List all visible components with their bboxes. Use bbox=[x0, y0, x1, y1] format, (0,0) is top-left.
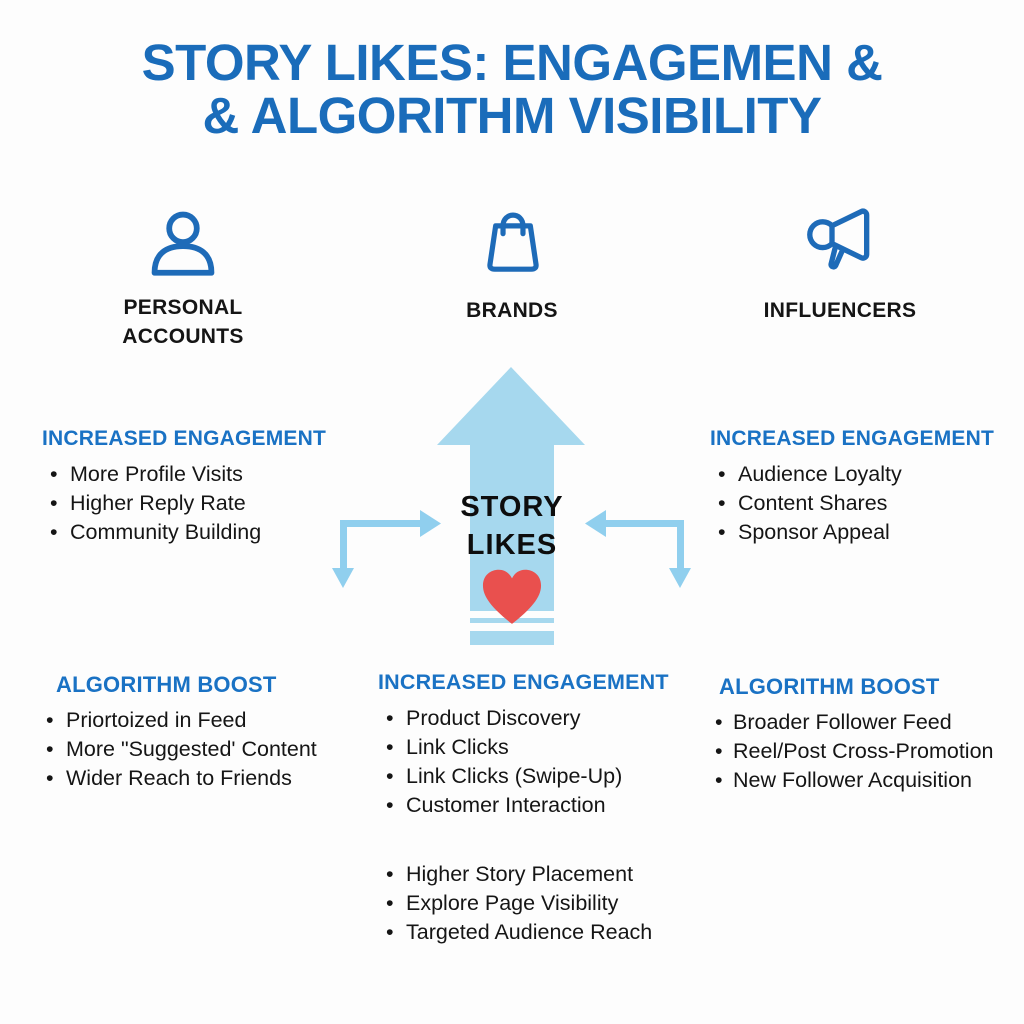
list-item: More Profile Visits bbox=[42, 460, 352, 489]
section-personal-algorithm: ALGORITHM BOOST Priortoized in FeedMore … bbox=[40, 672, 370, 793]
list-item: Explore Page Visibility bbox=[378, 889, 688, 918]
list-item: Higher Reply Rate bbox=[42, 489, 352, 518]
section-heading: ALGORITHM BOOST bbox=[719, 674, 940, 699]
bullet-list: Priortoized in FeedMore "Suggested' Cont… bbox=[40, 706, 370, 793]
bullet-list: More Profile VisitsHigher Reply RateComm… bbox=[42, 460, 352, 547]
list-item: Higher Story Placement bbox=[378, 860, 688, 889]
page-title: STORY LIKES: ENGAGEMEN & & ALGORITHM VIS… bbox=[0, 36, 1024, 142]
list-item: Reel/Post Cross-Promotion bbox=[705, 737, 1024, 766]
list-item: Community Building bbox=[42, 518, 352, 547]
list-item: More "Suggested' Content bbox=[40, 735, 370, 764]
connector-line bbox=[340, 520, 424, 527]
shopping-bag-icon bbox=[474, 199, 552, 277]
connector-line bbox=[677, 520, 684, 570]
section-heading: INCREASED ENGAGEMENT bbox=[42, 427, 327, 450]
heart-icon bbox=[479, 566, 545, 629]
connector-line bbox=[603, 520, 684, 527]
section-heading: INCREASED ENGAGEMENT bbox=[378, 670, 669, 694]
bullet-list: Broader Follower FeedReel/Post Cross-Pro… bbox=[705, 708, 1024, 795]
center-label-line1: STORY bbox=[460, 491, 564, 523]
list-item: Customer Interaction bbox=[378, 791, 688, 820]
list-item: Wider Reach to Friends bbox=[40, 764, 370, 793]
bullet-list-secondary: Higher Story PlacementExplore Page Visib… bbox=[378, 860, 688, 947]
arrowhead-down-icon bbox=[669, 568, 691, 588]
megaphone-icon bbox=[798, 200, 882, 280]
section-influencer-algorithm: ALGORITHM BOOST Broader Follower FeedRee… bbox=[705, 674, 1024, 795]
list-item: Targeted Audience Reach bbox=[378, 918, 688, 947]
audience-label-influencers: INFLUENCERS bbox=[763, 299, 917, 322]
page-title-line1: STORY LIKES: ENGAGEMEN & bbox=[141, 34, 883, 91]
center-arrow-label: STORY LIKES bbox=[420, 488, 604, 564]
list-item: Product Discovery bbox=[378, 704, 688, 733]
list-item: Link Clicks bbox=[378, 733, 688, 762]
list-item: Broader Follower Feed bbox=[705, 708, 1024, 737]
bullet-list: Audience LoyaltyContent SharesSponsor Ap… bbox=[710, 460, 1020, 547]
section-brand-engagement: INCREASED ENGAGEMENT Product DiscoveryLi… bbox=[378, 670, 688, 947]
page-title-line2: & ALGORITHM VISIBILITY bbox=[202, 87, 822, 144]
audience-label-brands: BRANDS bbox=[466, 299, 558, 322]
section-heading: ALGORITHM BOOST bbox=[56, 672, 277, 697]
section-influencer-engagement: INCREASED ENGAGEMENT Audience LoyaltyCon… bbox=[710, 426, 1020, 547]
list-item: Priortoized in Feed bbox=[40, 706, 370, 735]
section-heading: INCREASED ENGAGEMENT bbox=[710, 427, 995, 450]
list-item: New Follower Acquisition bbox=[705, 766, 1024, 795]
list-item: Audience Loyalty bbox=[710, 460, 1020, 489]
list-item: Content Shares bbox=[710, 489, 1020, 518]
list-item: Link Clicks (Swipe-Up) bbox=[378, 762, 688, 791]
arrowhead-down-icon bbox=[332, 568, 354, 588]
section-personal-engagement: INCREASED ENGAGEMENT More Profile Visits… bbox=[42, 426, 352, 547]
bullet-list: Product DiscoveryLink ClicksLink Clicks … bbox=[378, 704, 688, 820]
up-arrow-head bbox=[437, 367, 585, 445]
list-item: Sponsor Appeal bbox=[710, 518, 1020, 547]
audience-label-personal: PERSONAL ACCOUNTS bbox=[122, 296, 244, 348]
shaft-stripe bbox=[470, 623, 554, 631]
center-label-line2: LIKES bbox=[466, 529, 558, 561]
person-icon bbox=[143, 207, 223, 287]
